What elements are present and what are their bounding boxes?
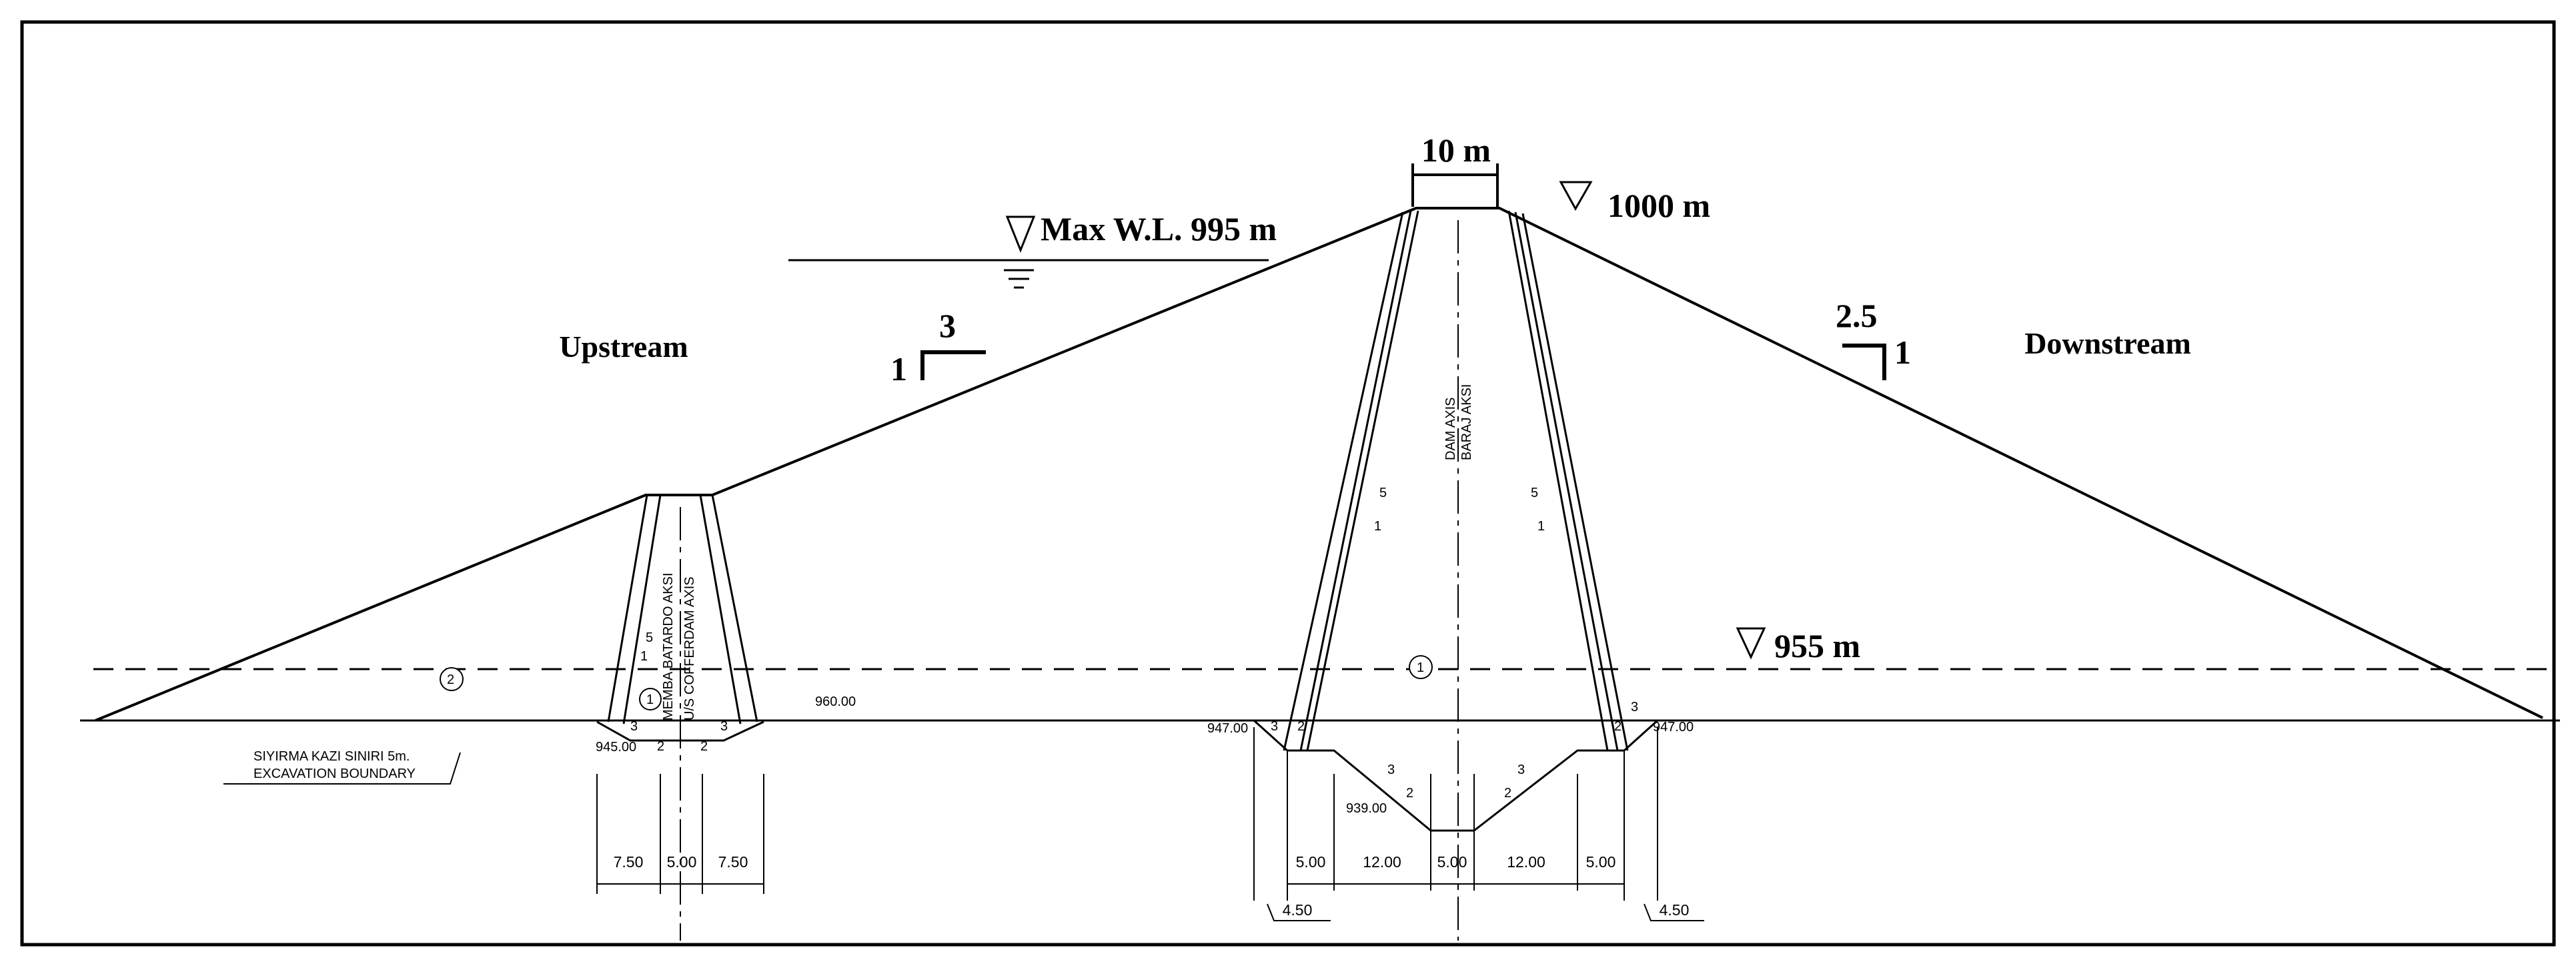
zone-1-core-number: 1: [1417, 660, 1424, 675]
trench-slope-3a: 3: [1387, 763, 1395, 777]
excavation-label-en: EXCAVATION BOUNDARY: [253, 767, 416, 781]
cut-3-lm: 3: [720, 719, 728, 734]
trench-slope-3b: 3: [1517, 763, 1525, 777]
trench-slope-2b: 2: [1504, 786, 1511, 801]
max-water-level-marker: [788, 215, 1269, 289]
elevation-939: 939.00: [1346, 801, 1387, 816]
level-955-label: 955 m: [1774, 627, 1860, 664]
elevation-945: 945.00: [596, 740, 636, 755]
crest-elevation-label: 1000 m: [1607, 187, 1710, 224]
cofferdam-axis-en: U/S COFFERDAM AXIS: [682, 576, 697, 720]
dim-cofferdam-1: 7.50: [614, 853, 644, 871]
max-water-level-label: Max W.L. 995 m: [1041, 210, 1277, 248]
dim-main-1: 5.00: [1296, 853, 1326, 871]
core-slope-1-left: 1: [1374, 519, 1381, 534]
crest-width-label: 10 m: [1421, 131, 1491, 169]
cut-2-rr: 2: [1614, 719, 1622, 734]
slope-symbols: [920, 344, 1886, 380]
upstream-slope-h: 3: [939, 307, 956, 344]
zone-1-core-circle: [1409, 655, 1433, 679]
dim-main-3: 5.00: [1437, 853, 1467, 871]
excavation-label-tr: SIYIRMA KAZI SINIRI 5m.: [253, 749, 410, 764]
upstream-label: Upstream: [559, 330, 688, 364]
downstream-slope-v: 1: [1894, 334, 1911, 371]
zone-1-cofferdam-number: 1: [646, 692, 654, 707]
cut-3-ll: 3: [630, 719, 638, 734]
dim-offset-right: 4.50: [1660, 901, 1690, 919]
elevation-960: 960.00: [815, 694, 856, 709]
dam-axis-en: DAM AXIS: [1443, 398, 1458, 460]
axis-lines: [680, 220, 1459, 941]
crest-dimension: [1411, 163, 1499, 207]
cut-3-rm: 3: [1271, 719, 1278, 734]
dim-cofferdam-2: 5.00: [667, 853, 697, 871]
cut-2-rm: 2: [1297, 719, 1305, 734]
cut-2-lm: 2: [700, 739, 708, 754]
core-slope-1-right: 1: [1537, 519, 1545, 534]
dim-cofferdam-3: 7.50: [718, 853, 748, 871]
dimension-lines: [223, 727, 1704, 921]
dim-main-2: 12.00: [1363, 853, 1401, 871]
dam-axis-tr: BARAJ AKSI: [1459, 384, 1474, 461]
coffer-slope-5: 5: [646, 630, 653, 645]
zone-2-circle: [440, 667, 464, 691]
crest-elevation-marker: [1559, 181, 1593, 211]
main-core: [1253, 210, 1659, 832]
downstream-label: Downstream: [2024, 326, 2191, 360]
downstream-slope-h: 2.5: [1836, 297, 1878, 334]
core-slope-5-left: 5: [1379, 486, 1387, 500]
cofferdam-axis-tr: MEMBA BATARDO AKSI: [661, 572, 676, 720]
dim-main-4: 12.00: [1507, 853, 1545, 871]
elevation-947-left: 947.00: [1207, 721, 1248, 736]
zone-2-number: 2: [447, 672, 454, 687]
dam-embankment-outline: [95, 207, 2543, 722]
elevation-947-right: 947.00: [1653, 720, 1694, 735]
dim-offset-left: 4.50: [1283, 901, 1313, 919]
dim-main-5: 5.00: [1586, 853, 1616, 871]
level-955-marker: [1736, 627, 1766, 660]
zone-1-cofferdam-circle: [639, 688, 662, 710]
cut-2-ll: 2: [657, 739, 664, 754]
upstream-slope-v: 1: [890, 350, 907, 388]
core-slope-5-right: 5: [1531, 486, 1538, 500]
trench-slope-2a: 2: [1406, 786, 1413, 801]
cofferdam-core: [596, 494, 764, 742]
cut-3-rr: 3: [1631, 700, 1638, 714]
coffer-slope-1: 1: [640, 649, 648, 664]
